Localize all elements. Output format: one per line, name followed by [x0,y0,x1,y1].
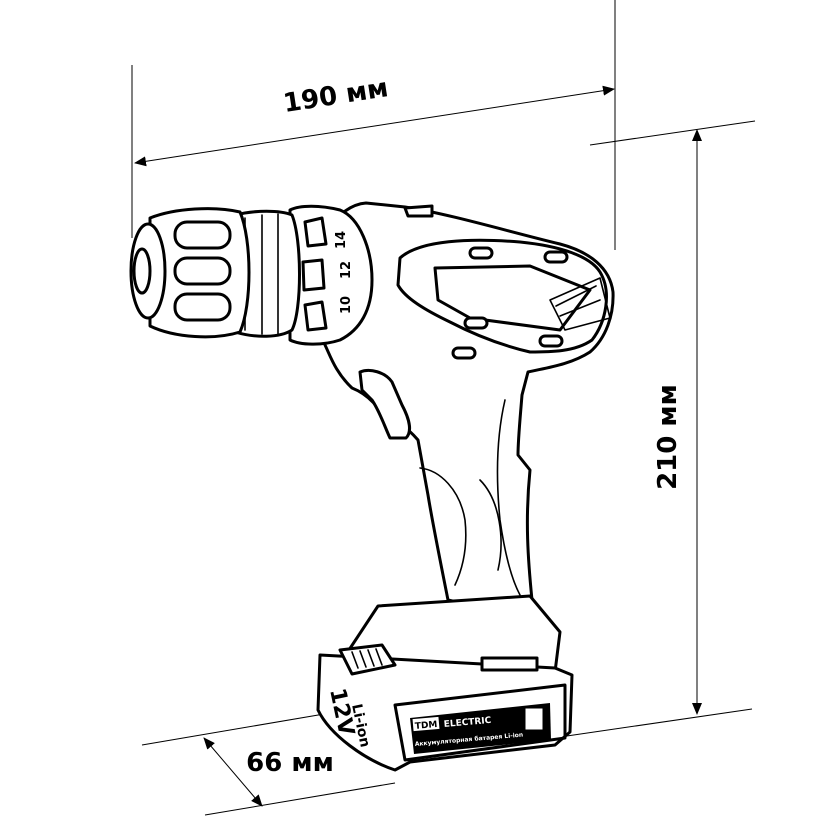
chuck-bore [132,247,152,295]
handle-grip [496,399,521,596]
height-dimension: 210 мм [559,120,756,738]
side-panel [396,238,608,354]
vent-slot [543,250,569,264]
battery-face [393,683,567,762]
vent-slot [451,346,477,360]
height-extension-bottom [559,708,753,738]
vent-slot [463,316,489,330]
chuck-grip-pad [173,220,232,250]
clutch-scale-label: 14 [334,231,349,249]
vent-line [555,285,597,307]
depth-dimension: 66 мм [141,712,396,816]
chuck [129,207,301,339]
depth-dimension-label: 66 мм [246,748,334,778]
width-dimension-label: 190 мм [281,73,390,119]
clutch-scale-label: 10 [339,296,354,314]
depth-extension-front [204,782,396,816]
battery-release-button [338,643,397,676]
vent-cone [549,277,611,331]
depth-dimension-line [203,737,263,807]
brand-suffix: ELECTRIC [443,716,492,730]
battery-pack: TDM ELECTRIC Аккумуляторная батарея Li-i… [316,594,574,772]
clutch-tab [303,216,328,248]
handle-arc [479,479,502,571]
vent-line [559,299,601,317]
battery-icon [524,707,544,731]
clutch-scale-label: 12 [339,261,354,279]
depth-extension-back [141,712,331,746]
side-panel-inner [433,264,592,332]
drill-body [323,201,615,607]
height-extension-top [589,120,756,146]
height-dimension-label: 210 мм [653,384,683,490]
clutch-tab [303,300,328,332]
clutch-tab [301,258,326,292]
brand-logo-box [412,716,440,732]
chuck-grip-pad [173,256,232,286]
battery-release-ribs [351,648,383,669]
battery-slot [480,656,539,672]
clutch-ring: 14 12 10 [288,204,374,346]
width-dimension-line [134,85,615,167]
battery-label-plate [410,703,551,754]
handle-grip-inner [419,467,467,586]
chuck-ring-rear [233,209,301,338]
trigger [358,368,411,440]
vent-slot [538,334,564,348]
direction-switch [403,204,434,218]
chuck-grip-pad [173,292,232,322]
vent-slot [468,246,494,260]
brand-logo: TDM [414,720,437,732]
